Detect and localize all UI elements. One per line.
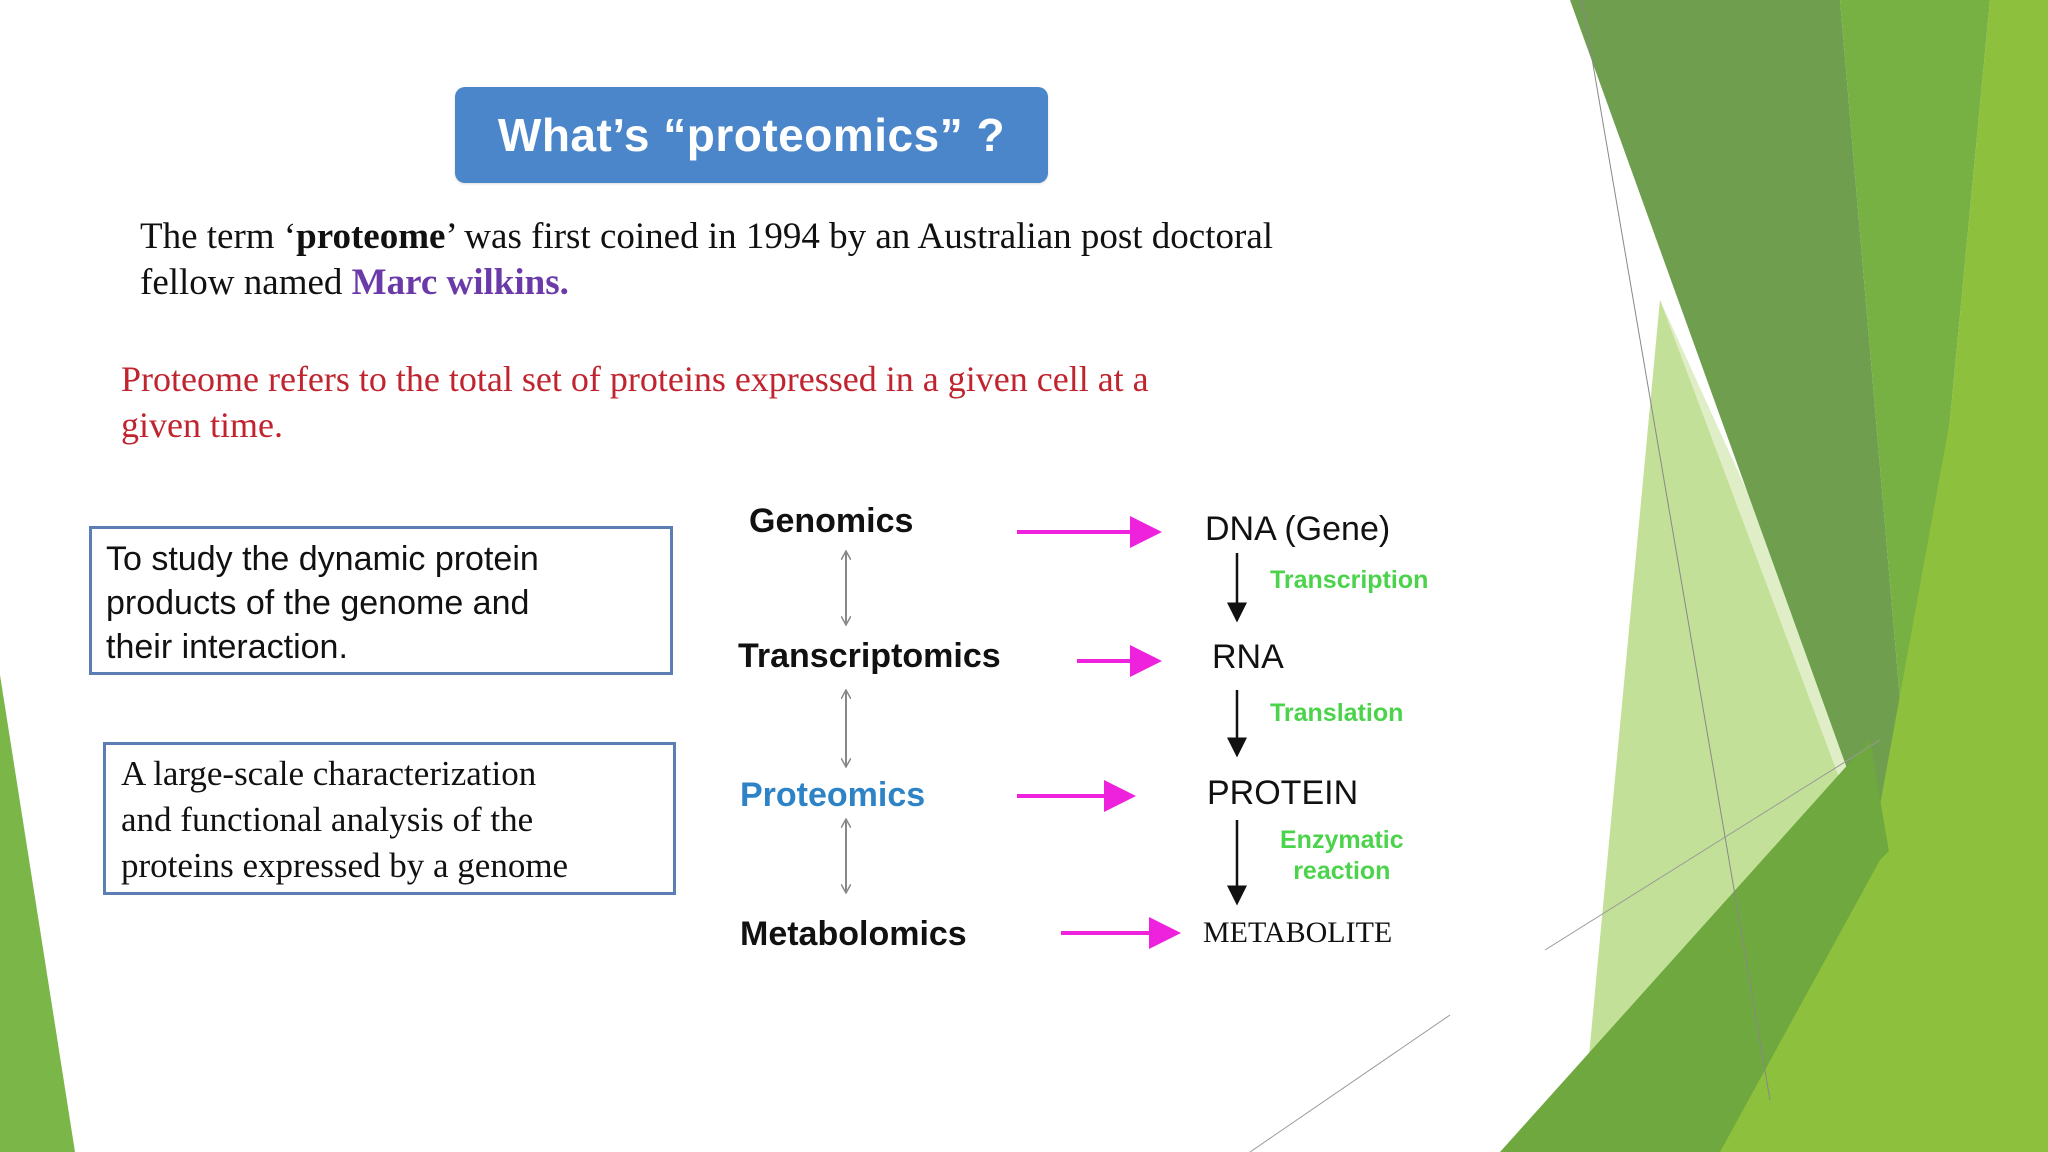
decor-line [1544,739,1881,951]
decor-line [1249,1014,1451,1152]
study-box-line: To study the dynamic protein [106,540,539,578]
translation-label: Translation [1270,699,1404,727]
person-name: Marc wilkins. [351,262,569,303]
intro-text: The term ‘ [140,216,297,257]
definition-line: Proteome refers to the total set of prot… [121,359,1149,399]
right-mid-green-shape [1840,0,1990,860]
definition-paragraph: Proteome refers to the total set of prot… [121,356,1421,448]
transcriptomics-label: Transcriptomics [738,637,1001,675]
enzymatic-line: Enzymatic [1280,826,1404,854]
left-green-shape [0,675,75,1152]
decor-line [1581,0,1771,1101]
study-box: To study the dynamic protein products of… [89,526,673,675]
bottom-right-green-shape [1720,690,2048,1152]
genomics-label: Genomics [749,502,914,540]
protein-label: PROTEIN [1207,774,1359,812]
proteomics-label: Proteomics [740,776,926,814]
title-banner: What’s “proteomics” ? [455,87,1048,183]
transcription-label: Transcription [1270,566,1429,594]
metabolomics-label: Metabolomics [740,915,967,953]
characterization-box: A large-scale characterization and funct… [103,742,676,895]
intro-paragraph: The term ‘proteome’ was first coined in … [140,214,1460,306]
characterization-box-line: and functional analysis of the [121,800,534,839]
reaction-line: reaction [1293,857,1391,885]
rna-label: RNA [1212,638,1284,676]
characterization-box-line: A large-scale characterization [121,754,537,793]
slide-title: What’s “proteomics” ? [497,109,1006,161]
characterization-box-line: proteins expressed by a genome [121,846,569,885]
definition-line: given time. [121,405,283,445]
intro-text: fellow named [140,262,352,303]
study-box-line: their interaction. [106,628,348,666]
enzymatic-reaction-label: Enzymatic reaction [1280,825,1404,887]
proteome-term: proteome [296,216,446,257]
intro-text: ’ was first coined in 1994 by an Austral… [445,216,1274,257]
study-box-line: products of the genome and [106,584,530,622]
right-dark-green-shape [1570,0,1900,860]
dna-label: DNA (Gene) [1205,510,1391,548]
metabolite-label: METABOLITE [1203,916,1393,949]
